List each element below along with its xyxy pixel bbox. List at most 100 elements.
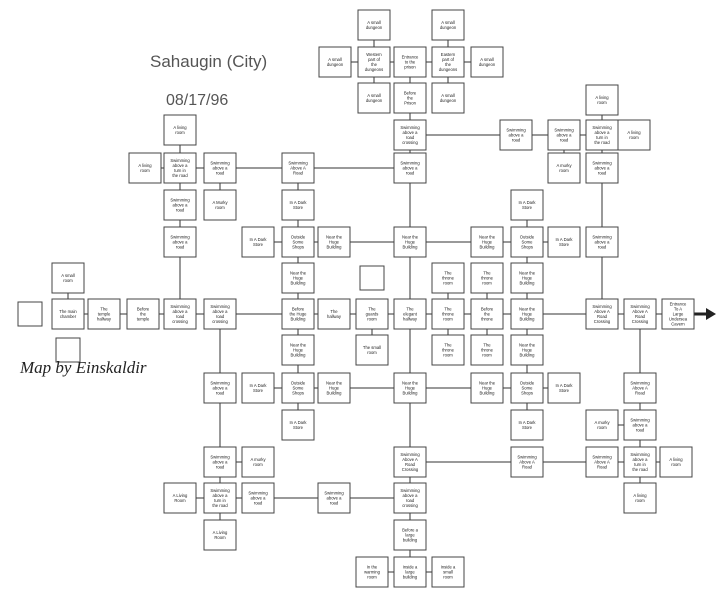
map-title: Sahaugin (City) — [150, 52, 268, 71]
blank-room — [359, 265, 385, 291]
exit-arrow-head — [706, 308, 716, 320]
blank-room — [17, 301, 43, 327]
